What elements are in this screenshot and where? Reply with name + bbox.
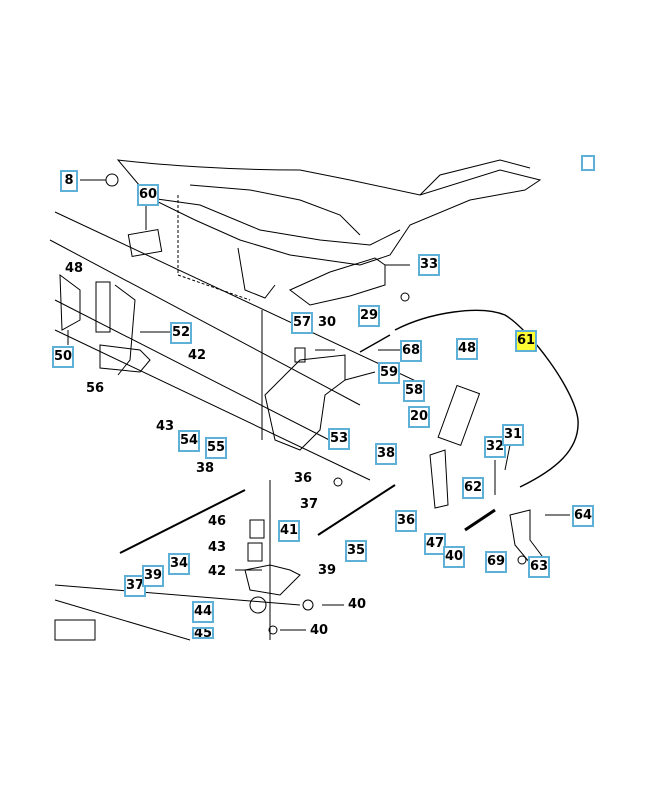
footrest-outline: [116, 159, 542, 266]
callout-35[interactable]: 35: [345, 540, 367, 562]
callout-60[interactable]: 60: [137, 184, 159, 206]
nut-40: [302, 599, 314, 611]
callout-48[interactable]: 48: [64, 261, 84, 276]
bushing-57: [294, 347, 306, 363]
callout-8[interactable]: 8: [60, 170, 78, 192]
footrest-edge: [419, 159, 531, 196]
callout-34[interactable]: 34: [168, 553, 190, 575]
callout-45[interactable]: 45: [192, 627, 214, 639]
nut-40: [268, 625, 278, 635]
callout-59[interactable]: 59: [378, 362, 400, 384]
callout-46[interactable]: 46: [207, 514, 227, 529]
bracket-33: [289, 257, 386, 306]
callout-52[interactable]: 52: [170, 322, 192, 344]
spring-60: [127, 228, 163, 258]
callout-63[interactable]: 63: [528, 556, 550, 578]
callout-55[interactable]: 55: [205, 437, 227, 459]
guide-line: [54, 211, 421, 384]
callout-36-right[interactable]: 36: [395, 510, 417, 532]
callout-54[interactable]: 54: [178, 430, 200, 452]
callout-41[interactable]: 41: [278, 520, 300, 542]
callout-43-lower[interactable]: 43: [207, 540, 227, 555]
leader-line: [504, 444, 511, 471]
bolt-29: [400, 292, 410, 302]
spring-48-right: [437, 384, 481, 447]
footrest-edge: [149, 197, 401, 246]
rod-35: [317, 484, 396, 536]
callout-56[interactable]: 56: [85, 381, 105, 396]
callout-29[interactable]: 29: [358, 305, 380, 327]
callout-64[interactable]: 64: [572, 505, 594, 527]
bolt-53: [333, 477, 343, 487]
offpage-label-fragment: [581, 155, 595, 171]
cable-end: [359, 334, 391, 353]
callout-58[interactable]: 58: [403, 380, 425, 402]
bracket-47: [429, 449, 449, 509]
callout-50[interactable]: 50: [52, 346, 74, 368]
callout-48-right[interactable]: 48: [456, 338, 478, 360]
callout-53[interactable]: 53: [328, 428, 350, 450]
bracket-left: [99, 344, 151, 373]
guide-line: [54, 299, 346, 449]
callout-40-lower[interactable]: 40: [309, 623, 329, 638]
bushing-43: [247, 542, 263, 562]
callout-42[interactable]: 42: [187, 348, 207, 363]
nut-69: [517, 555, 527, 565]
cable-61: [394, 309, 579, 488]
washer-44: [249, 596, 267, 614]
spring-48-left: [95, 281, 111, 333]
callout-42-lower[interactable]: 42: [207, 564, 227, 579]
guide-line: [54, 584, 301, 606]
callout-32[interactable]: 32: [484, 436, 506, 458]
callout-38[interactable]: 38: [195, 461, 215, 476]
rod-34: [119, 489, 246, 554]
plate-50: [59, 273, 81, 331]
callout-39[interactable]: 39: [317, 563, 337, 578]
lever-52: [114, 284, 136, 376]
callout-61[interactable]: 61: [515, 330, 537, 352]
leader-line: [344, 371, 376, 381]
callout-40-right[interactable]: 40: [443, 546, 465, 568]
callout-62[interactable]: 62: [462, 477, 484, 499]
callout-31[interactable]: 31: [502, 424, 524, 446]
guide-line: [54, 599, 191, 641]
callout-33[interactable]: 33: [418, 254, 440, 276]
guide-line: [177, 274, 251, 301]
callout-69[interactable]: 69: [485, 551, 507, 573]
footrest-edge: [189, 184, 361, 236]
bracket-outline: [237, 247, 276, 299]
callout-36[interactable]: 36: [293, 471, 313, 486]
callout-39-left[interactable]: 39: [142, 565, 164, 587]
callout-38-right[interactable]: 38: [375, 443, 397, 465]
callout-37[interactable]: 37: [299, 497, 319, 512]
guide-line: [49, 239, 361, 406]
frame-fragment: [54, 619, 96, 641]
guide-line: [54, 329, 371, 481]
callout-30[interactable]: 30: [317, 315, 337, 330]
plug-8: [105, 173, 119, 187]
spring-62: [464, 508, 496, 532]
callout-20[interactable]: 20: [408, 406, 430, 428]
bushing-46: [249, 519, 265, 539]
callout-57[interactable]: 57: [291, 312, 313, 334]
callout-68[interactable]: 68: [400, 340, 422, 362]
callout-44[interactable]: 44: [192, 601, 214, 623]
bracket-59: [264, 354, 346, 451]
callout-40[interactable]: 40: [347, 597, 367, 612]
callout-43[interactable]: 43: [155, 419, 175, 434]
callout-47[interactable]: 47: [424, 533, 446, 555]
